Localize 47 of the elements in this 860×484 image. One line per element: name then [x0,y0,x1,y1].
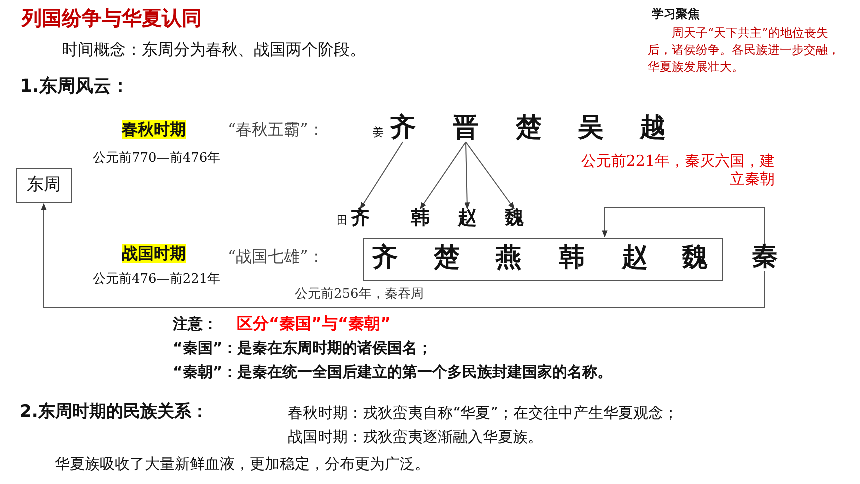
body-text: 华夏族吸收了大量新鲜血液，更加稳定，分布更为广泛。 [55,455,430,473]
state-name: 秦 [752,242,778,274]
body-text: 春秋时期：戎狄蛮夷自称“华夏”；在交往中产生华夏观念； [288,404,678,422]
state-name: 赵 [622,243,648,274]
note-heading: 区分“秦国”与“秦朝” [237,314,392,334]
period-label: 战国时期 [122,244,186,264]
group-label: “战国七雄”： [228,247,324,266]
state-name: 吴 [578,113,604,144]
edge-label: 公元前221年，秦灭六国，建立秦朝 [580,152,775,188]
state-name: 楚 [434,243,460,274]
period-label: 春秋时期 [122,120,186,140]
arrow [464,142,470,210]
body-text: 战国时期：戎狄蛮夷逐渐融入华夏族。 [288,428,543,446]
state-name: 齐 [390,113,416,144]
state-name: 齐 [372,243,398,274]
note-label: 注意： [173,315,218,333]
group-box [363,238,723,281]
sidebar-heading: 学习聚焦 [652,7,700,22]
group-label: “春秋五霸”： [228,120,324,140]
state-name: 魏 [682,243,708,274]
state-name: 齐 [351,207,370,230]
definition-text: “秦国”：是秦在东周时期的诸侯国名； [173,339,433,357]
arrow [41,203,766,308]
state-name: 越 [640,113,666,144]
arrow [466,142,515,210]
state-box: 东周 [16,168,72,203]
state-name: 韩 [559,243,585,274]
prefix-text: 姜 [373,126,384,140]
state-name: 燕 [496,243,522,274]
state-name: 晋 [453,113,479,144]
subtitle-text: 时间概念：东周分为春秋、战国两个阶段。 [62,40,366,60]
definition-text: “秦朝”：是秦在统一全国后建立的第一个多民族封建国家的名称。 [173,363,613,381]
edge-label: 公元前256年，秦吞周 [295,287,424,303]
section-heading: 2.东周时期的民族关系： [20,402,208,422]
state-name: 韩 [411,207,430,230]
prefix-text: 田 [337,214,348,228]
sidebar-note: 周天子“天下共主”的地位丧失后，诸侯纷争。各民族进一步交融，华夏族发展壮大。 [648,25,841,76]
section-heading: 1.东周风云： [20,76,130,98]
title: 列国纷争与华夏认同 [22,6,202,30]
arrow [602,208,766,244]
date-range: 公元前476—前221年 [93,272,221,288]
state-name: 楚 [516,113,542,144]
date-range: 公元前770—前476年 [93,151,221,167]
arrow [420,142,466,210]
state-name: 魏 [505,207,524,230]
state-name: 赵 [458,207,477,230]
arrow [360,142,404,210]
